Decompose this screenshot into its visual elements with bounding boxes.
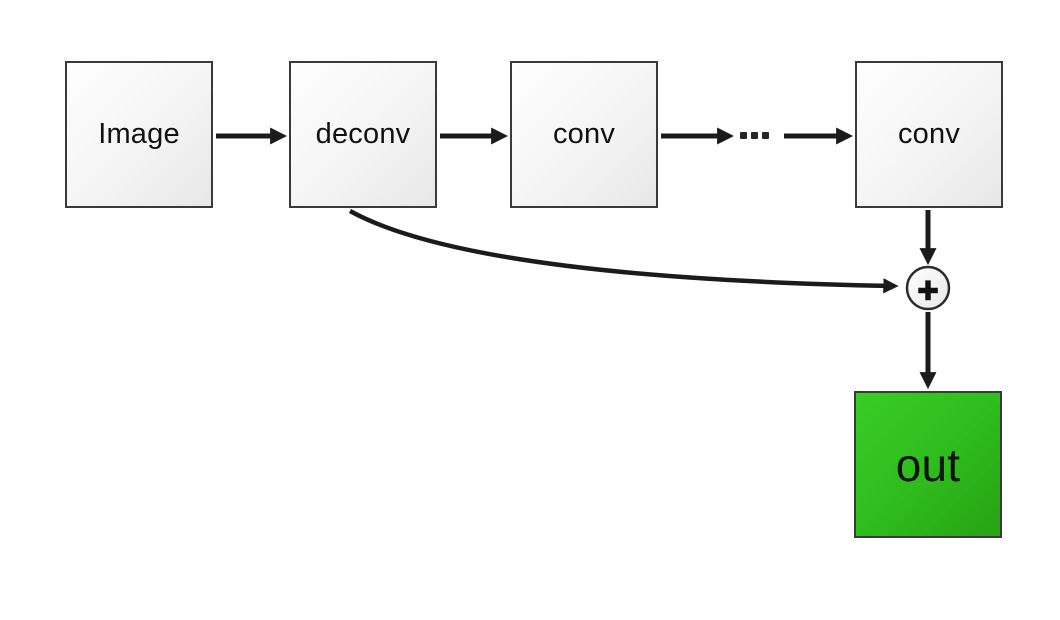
ellipsis-dots: [740, 132, 769, 139]
node-image: Image: [65, 61, 213, 208]
ellipsis-dot: [762, 132, 769, 139]
node-deconv: deconv: [289, 61, 437, 208]
node-conv-2-label: conv: [897, 118, 961, 150]
node-conv-1: conv: [510, 61, 658, 208]
node-conv-1-label: conv: [552, 118, 616, 150]
edge-deconv-sum: [348, 209, 899, 294]
node-out: out: [854, 391, 1002, 538]
node-image-label: Image: [98, 118, 180, 150]
plus-icon: +: [917, 270, 938, 311]
node-out-label: out: [895, 438, 961, 491]
ellipsis-dot: [751, 132, 758, 139]
ellipsis-dot: [740, 132, 747, 139]
node-conv-2: conv: [855, 61, 1003, 208]
sum-node: [905, 265, 951, 311]
node-deconv-label: deconv: [315, 118, 411, 150]
